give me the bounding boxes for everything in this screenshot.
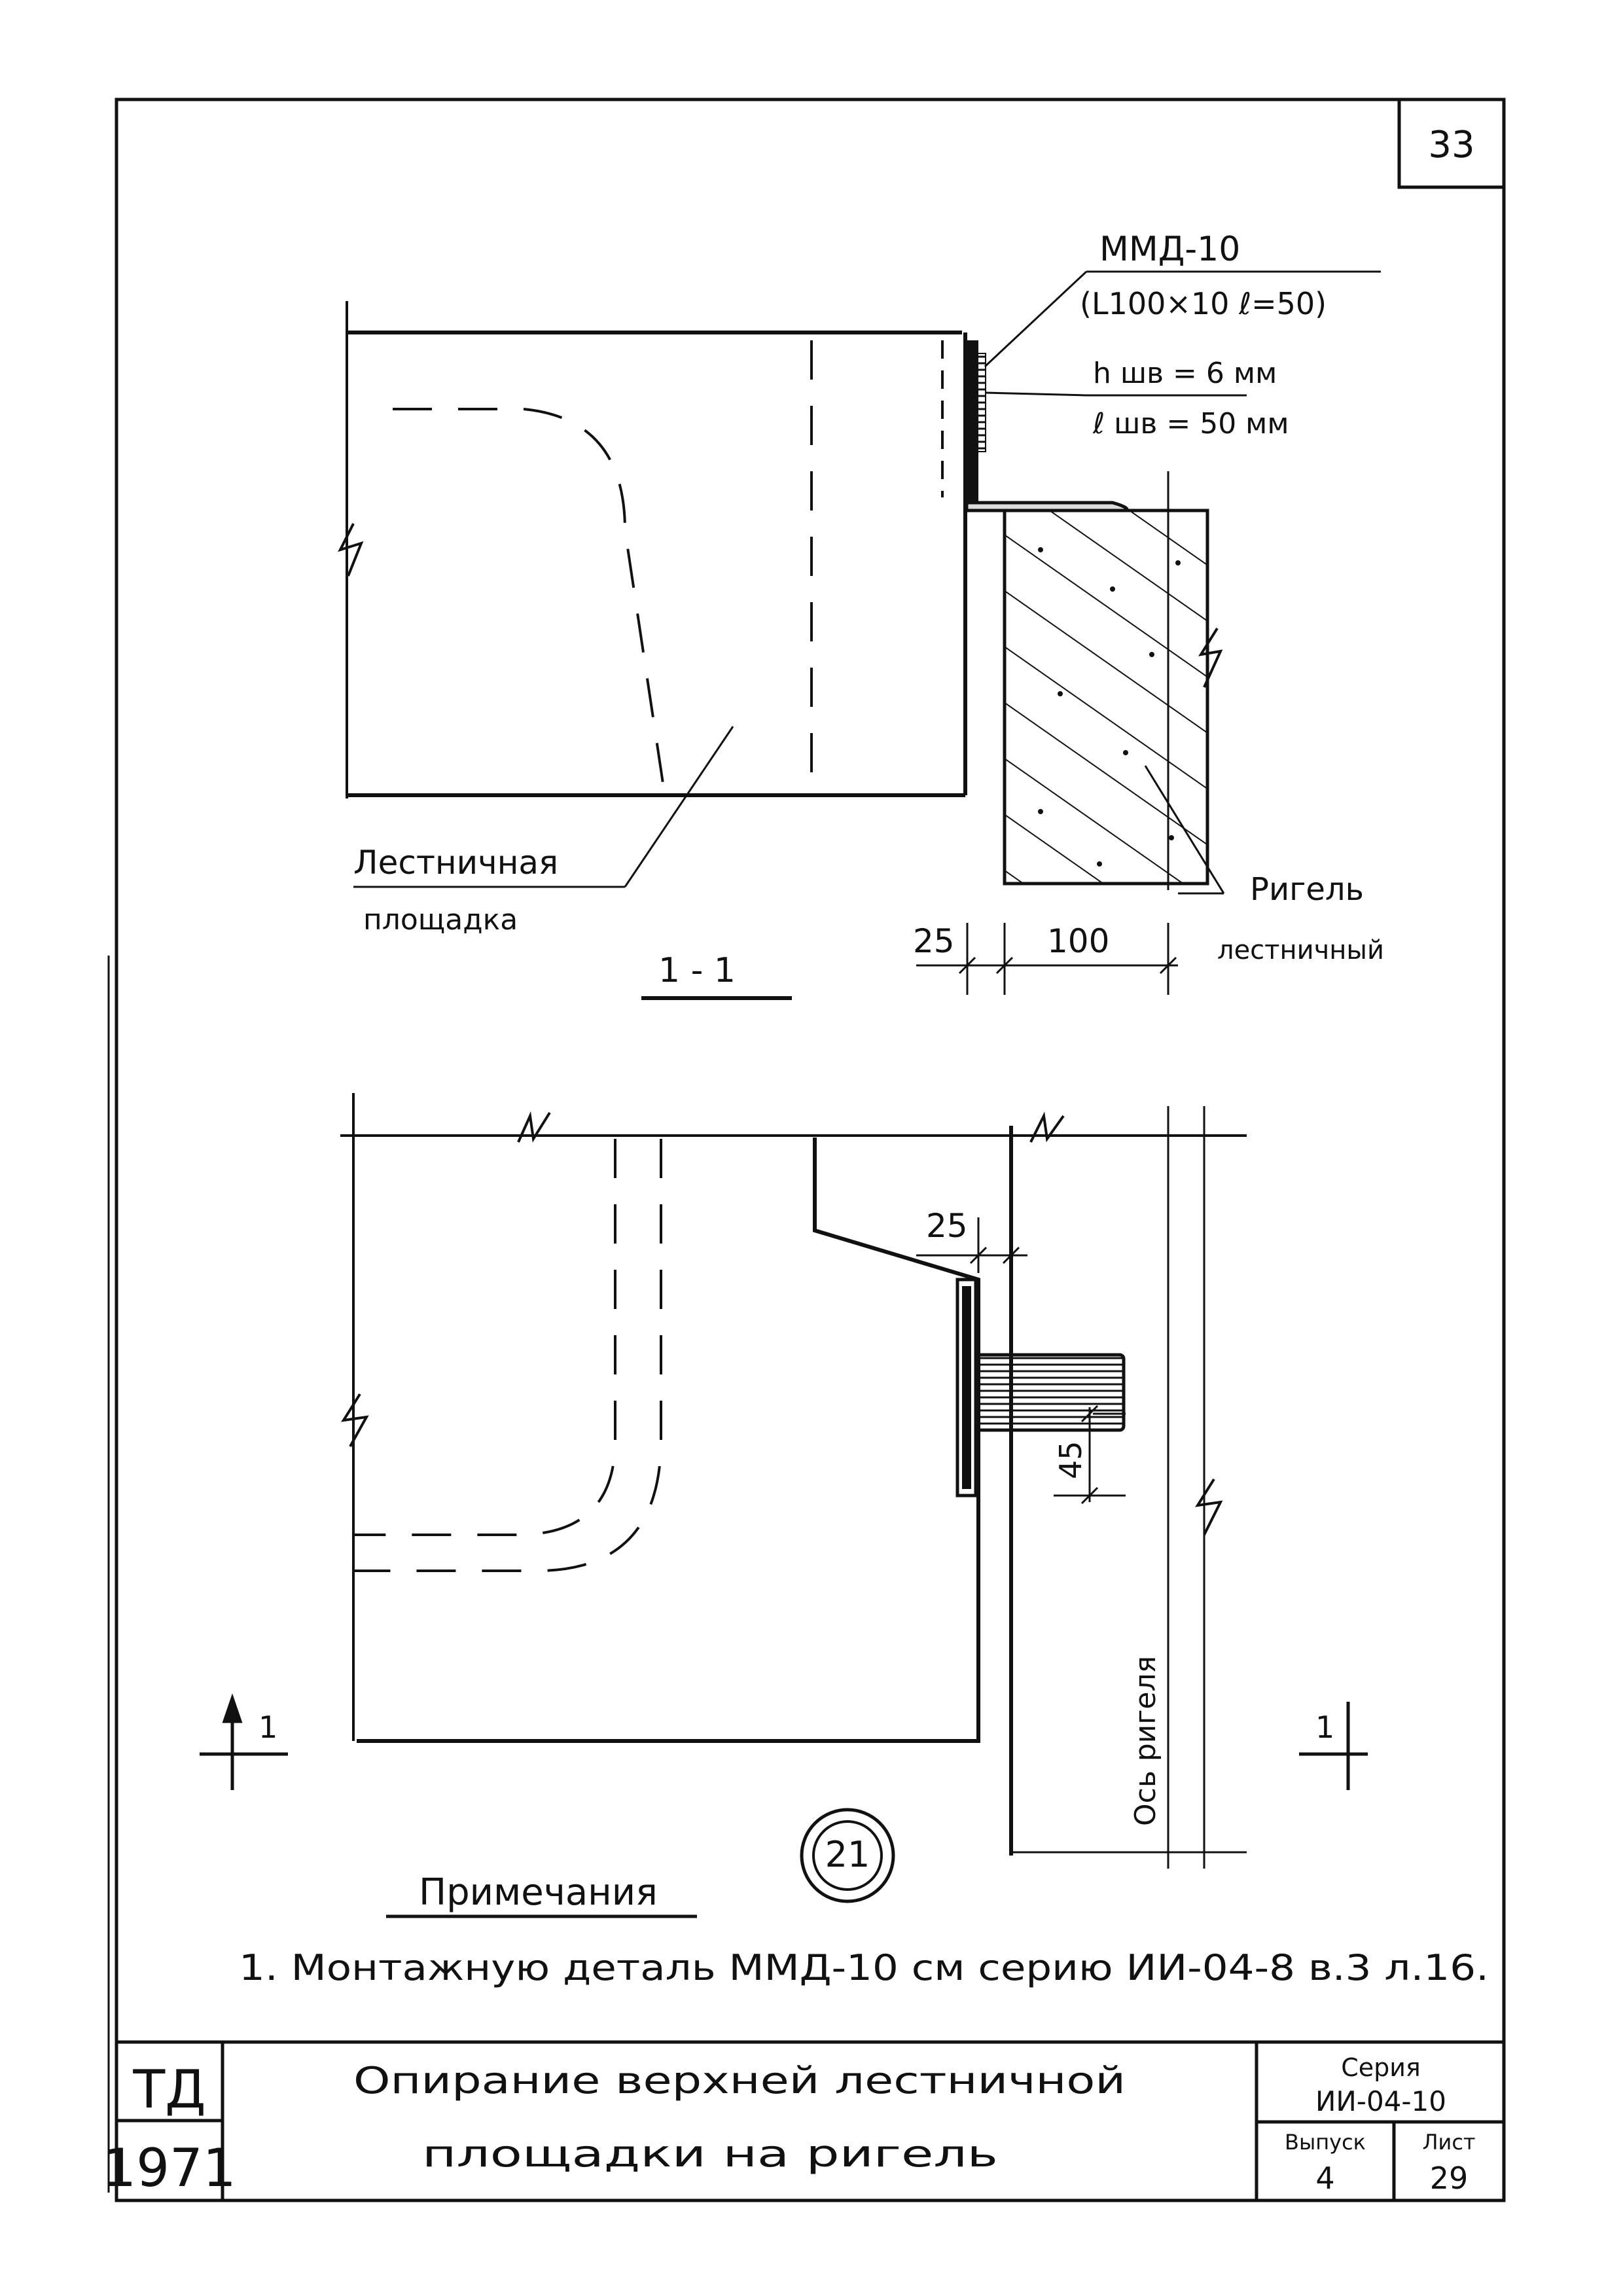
- section-dim-beam: 100: [1047, 922, 1109, 960]
- sheet-value: 29: [1430, 2161, 1469, 2196]
- landing-hidden-rib: [393, 408, 666, 793]
- break-mark-top-left: [517, 1111, 551, 1143]
- weld-callout-leader: [985, 391, 1087, 397]
- landing-label-leader: [624, 726, 734, 888]
- plan-dim-gap: 25: [926, 1207, 968, 1245]
- title-block: ТД 1971 Опирание верхней лестничной площ…: [103, 2040, 1504, 2200]
- sheet-frame: [115, 98, 1506, 2202]
- plan-view: Ось ригеля 25 45 1 1: [200, 1093, 1368, 1869]
- plan-dimensions: [916, 1217, 1126, 1505]
- plan-rib-inner: [353, 1139, 616, 1536]
- angle-vertical-leg: [967, 340, 978, 503]
- weld-bead: [977, 353, 986, 452]
- section-title: 1 - 1: [658, 951, 736, 990]
- break-mark-plan-right: [1195, 1478, 1223, 1535]
- page-number: 33: [1428, 124, 1474, 166]
- landing-label-line1: Лестничная: [353, 844, 558, 882]
- landing-label-line2: площадка: [363, 903, 518, 937]
- section-view: ММД-10 (L100×10 ℓ=50) h шв = 6 мм ℓ шв =…: [338, 230, 1384, 1000]
- section-dim-gap: 25: [913, 922, 955, 960]
- cut-mark-left-label: 1: [259, 1710, 277, 1745]
- concrete-dots: [1038, 547, 1181, 867]
- plan-landing-outline: [357, 1138, 980, 1743]
- part-size: (L100×10 ℓ=50): [1080, 286, 1327, 321]
- plan-angle-stub: [974, 1353, 1126, 1432]
- detail-number: 21: [825, 1834, 870, 1875]
- beam-label-line2: лестничный: [1217, 935, 1384, 965]
- beam-label-line1: Ригель: [1250, 871, 1364, 908]
- break-mark-top-right: [1029, 1111, 1065, 1143]
- notes-item-1: 1. Монтажную деталь ММД-10 см серию ИИ-0…: [239, 1947, 1489, 1988]
- page-number-box: 33: [1397, 98, 1506, 189]
- cut-mark-right-label: 1: [1315, 1710, 1334, 1745]
- beam-label-leader: [1144, 765, 1225, 894]
- break-mark-beam: [1198, 627, 1223, 688]
- plan-plate-weld: [962, 1286, 971, 1489]
- break-mark-plan-left: [341, 1393, 369, 1447]
- beam-section: [1003, 509, 1209, 886]
- plan-dim-weld: 45: [1053, 1441, 1088, 1479]
- break-mark-left: [338, 523, 364, 577]
- weld-length: ℓ шв = 50 мм: [1092, 407, 1289, 440]
- title-line-2: площадки на ригель: [422, 2133, 998, 2176]
- sheet-label: Лист: [1422, 2130, 1475, 2155]
- notes-heading: Примечания: [419, 1871, 658, 1914]
- plan-rib-outer: [353, 1139, 662, 1572]
- plan-axis-label: Ось ригеля: [1129, 1656, 1162, 1826]
- title-line-1: Опирание верхней лестничной: [353, 2060, 1126, 2102]
- series-label: Серия: [1341, 2053, 1421, 2082]
- part-callout-leader: [984, 270, 1088, 368]
- weld-height: h шв = 6 мм: [1093, 357, 1277, 390]
- detail-marker: 21: [800, 1808, 895, 1903]
- stamp-top: ТД: [132, 2059, 205, 2120]
- issue-label: Выпуск: [1285, 2130, 1366, 2155]
- issue-value: 4: [1315, 2161, 1334, 2196]
- series-value: ИИ-04-10: [1315, 2085, 1446, 2117]
- stamp-year: 1971: [103, 2138, 236, 2198]
- part-callout: ММД-10: [1099, 230, 1240, 269]
- cut-mark-right: [1299, 1702, 1368, 1790]
- cut-mark-left: [200, 1693, 288, 1790]
- section-dimension: [916, 923, 1178, 995]
